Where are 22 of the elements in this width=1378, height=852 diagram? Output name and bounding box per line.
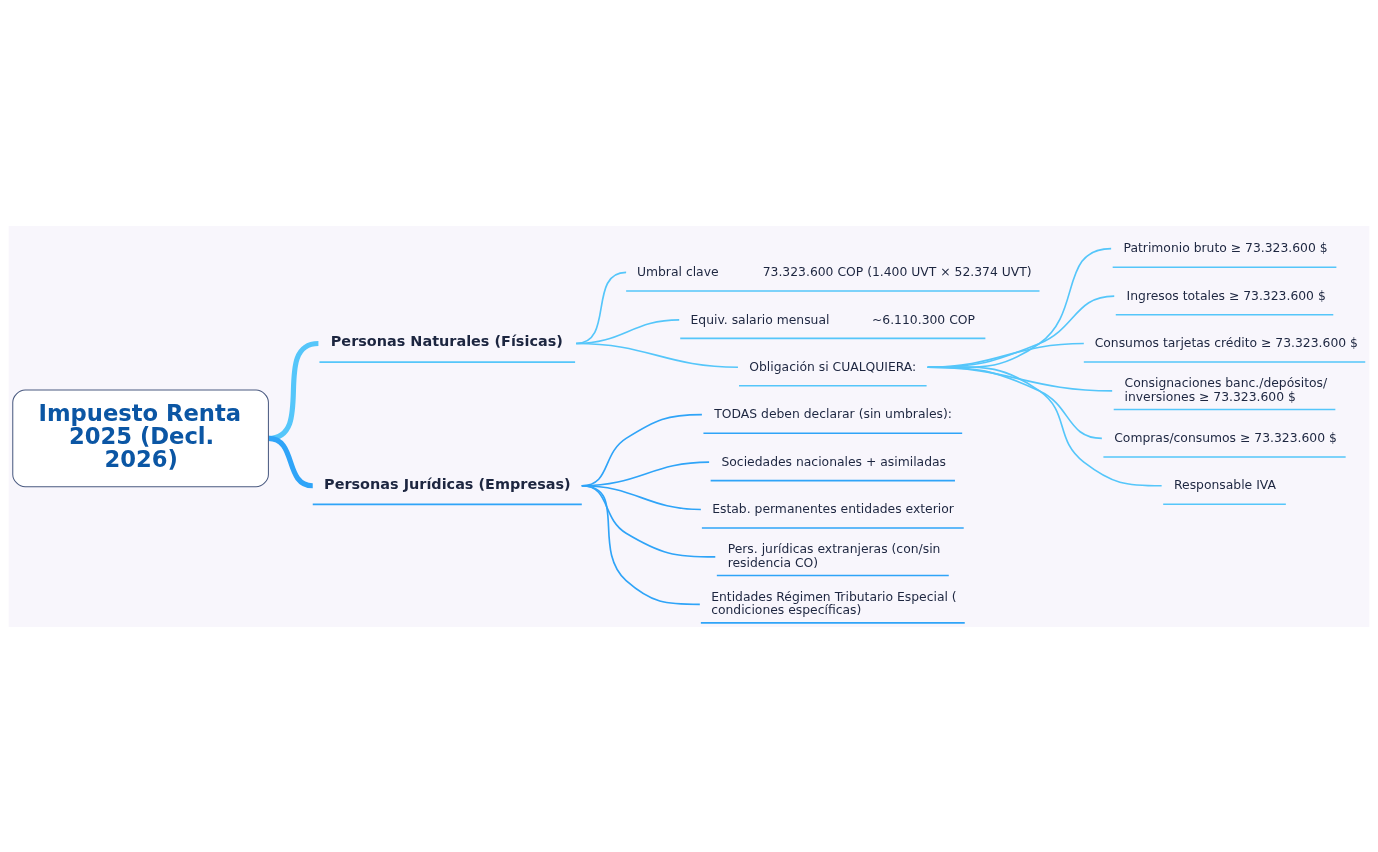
node-text: Umbral clave 73.323.600 COP (1.400 UVT × 52.374 UVT) [636, 264, 1032, 279]
node-text: Equiv. salario mensual ~6.110.300 COP [690, 312, 975, 327]
connector [926, 365, 1163, 487]
connector [575, 271, 627, 344]
node-text: Consumos tarjetas crédito ≥ 73.323.600 $ [1094, 335, 1358, 350]
node-text: Personas Jurídicas (Empresas) [324, 475, 571, 492]
node-text: Sociedades nacionales + asimiladas [721, 454, 947, 469]
node-text: Patrimonio bruto ≥ 73.323.600 $ [1123, 240, 1328, 255]
connector [268, 435, 314, 488]
node-text: Obligación si CUALQUIERA: [749, 359, 917, 374]
node-text: Consignaciones banc./depósitos/ inversiones ≥ 73.323.600 $ [1124, 375, 1328, 404]
node-text: Compras/consumos ≥ 73.323.600 $ [1114, 430, 1337, 445]
node-text: Entidades Régimen Tributario Especial ( condiciones específicas) [711, 589, 957, 617]
node-box: Impuesto Renta 2025 (Decl. 2026) [12, 388, 269, 487]
node-text: TODAS deben declarar (sin umbrales): [714, 406, 952, 421]
connector [580, 484, 701, 605]
node-text: Pers. jurídicas extranjeras (con/sin residencia CO) [727, 541, 941, 570]
connector [575, 342, 739, 368]
node-text: Personas Naturales (Físicas) [330, 332, 563, 349]
node-text: Estab. permanentes entidades exterior [712, 501, 954, 516]
node-text: Ingresos totales ≥ 73.323.600 $ [1126, 288, 1326, 303]
node-text: Responsable IVA [1174, 477, 1276, 492]
